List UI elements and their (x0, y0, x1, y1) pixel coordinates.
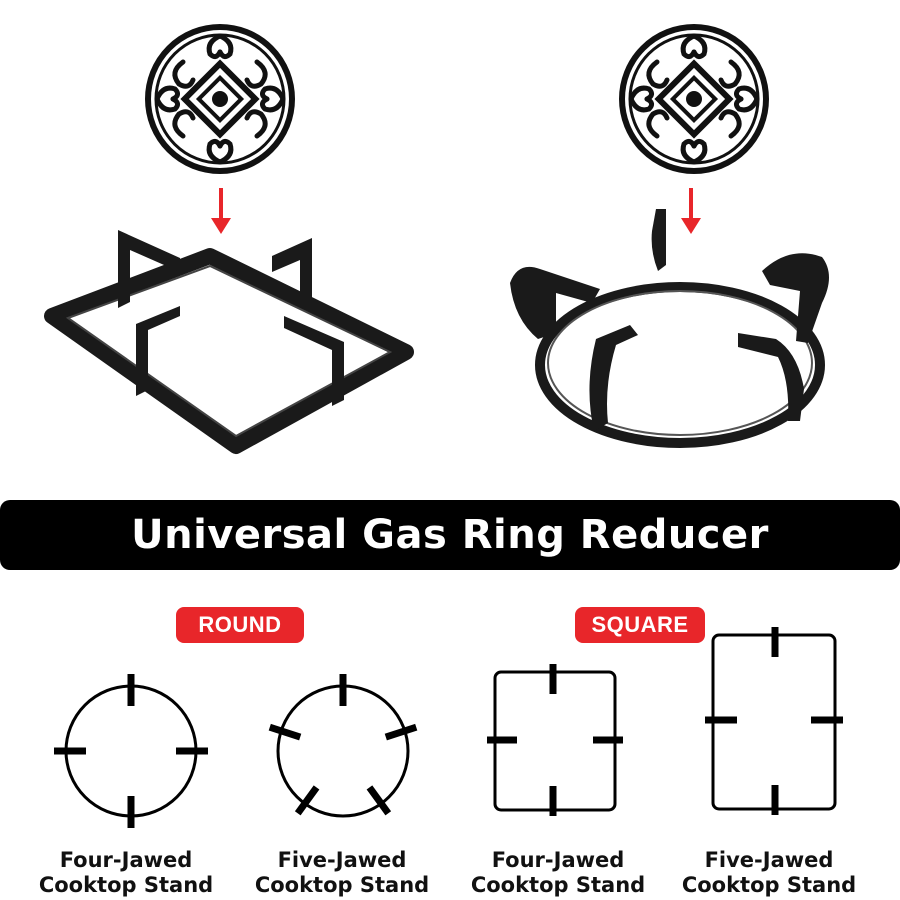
diffuser-plate-left (145, 24, 295, 174)
caption-line2: Cooktop Stand (38, 873, 214, 897)
arrow-down-icon-right (681, 188, 701, 234)
diffuser-plate-right (619, 24, 769, 174)
square-five-jaw-diagram (705, 627, 843, 815)
round-tag: ROUND (176, 607, 304, 643)
arrow-down-icon-left (211, 188, 231, 234)
square-pan-support-photo (44, 230, 414, 454)
caption-line2: Cooktop Stand (470, 873, 646, 897)
caption-round-five-jaw: Five-Jawed Cooktop Stand (237, 848, 447, 898)
caption-square-five-jaw: Five-Jawed Cooktop Stand (664, 848, 874, 898)
round-pan-support-photo (510, 209, 829, 448)
banner-title: Universal Gas Ring Reducer (131, 512, 769, 558)
caption-line2: Cooktop Stand (681, 873, 857, 897)
square-four-jaw-diagram (487, 664, 623, 816)
round-five-jaw-diagram (268, 674, 418, 818)
caption-line2: Cooktop Stand (254, 873, 430, 897)
caption-line1: Four-Jawed (491, 848, 625, 872)
caption-square-four-jaw: Four-Jawed Cooktop Stand (453, 848, 663, 898)
caption-line1: Five-Jawed (277, 848, 407, 872)
caption-round-four-jaw: Four-Jawed Cooktop Stand (21, 848, 231, 898)
round-four-jaw-diagram (54, 674, 208, 828)
caption-line1: Five-Jawed (704, 848, 834, 872)
title-banner: Universal Gas Ring Reducer (0, 500, 900, 570)
square-tag: SQUARE (575, 607, 705, 643)
caption-line1: Four-Jawed (59, 848, 193, 872)
